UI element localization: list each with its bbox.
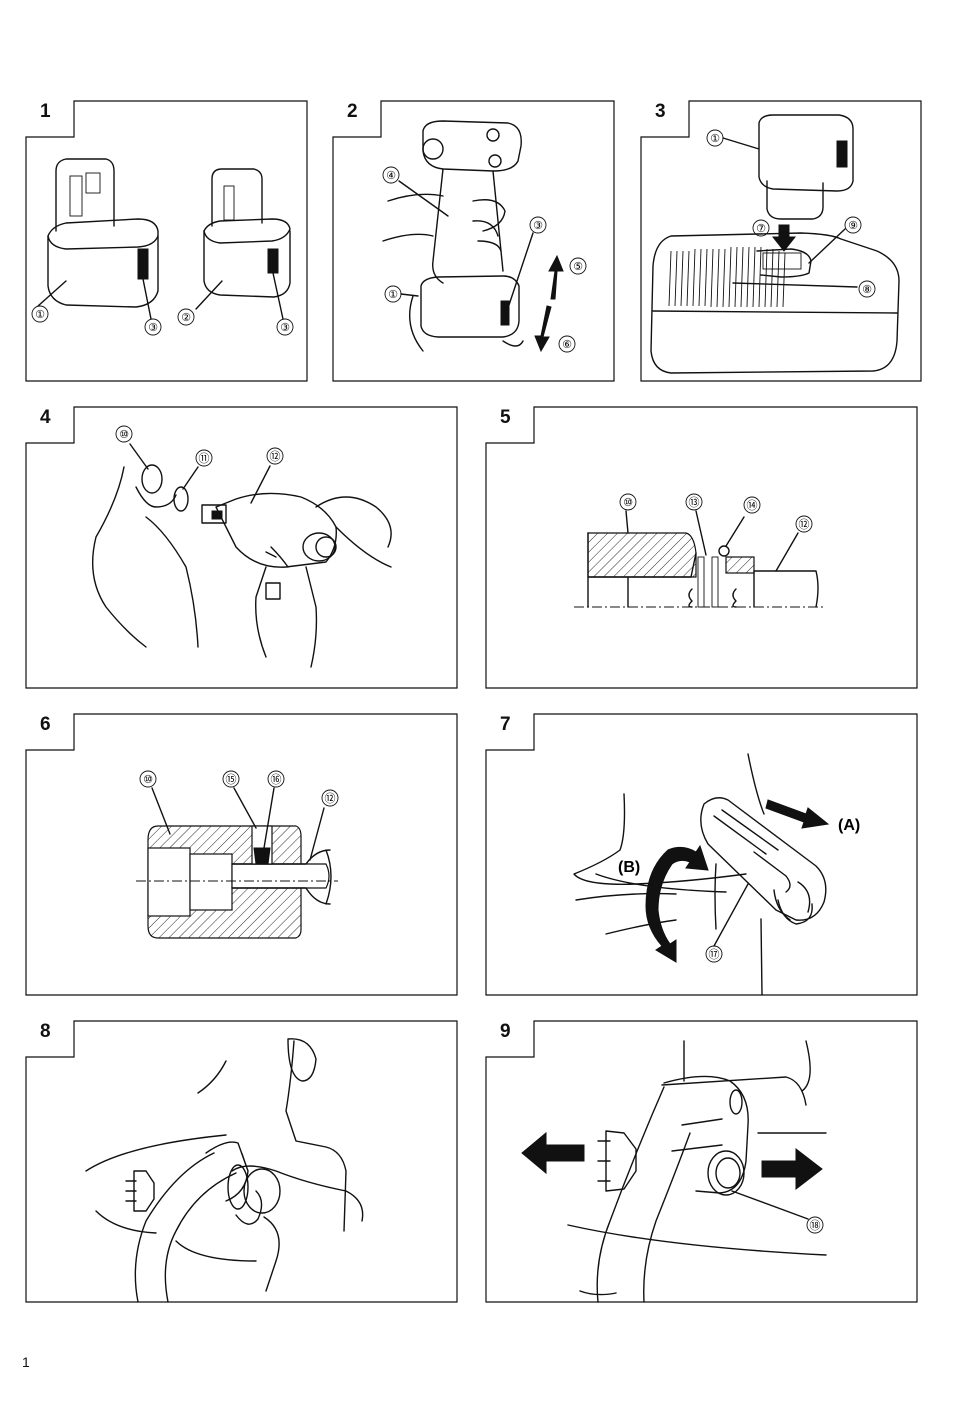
figure-7-drawing: ⑰ (A) (B) (485, 713, 918, 996)
figure-1-number: 1 (40, 101, 51, 122)
figure-3-charger: ① ⑨ ⑦ ⑧ 3 (640, 100, 922, 382)
p6-callout-4: ⑫ (325, 792, 336, 805)
p7-label-a: (A) (838, 817, 860, 834)
p4-callout-3: ⑫ (270, 450, 281, 463)
p3-callout-3: ⑦ (756, 222, 766, 235)
p6-callout-1: ⑩ (143, 773, 153, 786)
p9-callout-18: ⑱ (810, 1219, 821, 1232)
figure-3-number: 3 (655, 101, 666, 122)
p2-callout-1: ④ (386, 169, 396, 182)
figure-9-drawing: ⑱ (485, 1020, 918, 1303)
p2-callout-2: ③ (533, 219, 543, 232)
figure-4-drawing: ⑩ ⑪ ⑫ (25, 406, 458, 689)
figure-6-section: ⑩ ⑮ ⑯ ⑫ 6 (25, 713, 458, 996)
p5-callout-3: ⑭ (747, 499, 758, 512)
figure-8-hook-removal: 8 (25, 1020, 458, 1303)
figure-5-drawing: ⑩ ⑬ ⑭ ⑫ (485, 406, 918, 689)
p2-callout-3: ⑤ (573, 260, 583, 273)
p2-callout-4: ① (388, 288, 398, 301)
p7-callout-17: ⑰ (709, 948, 720, 961)
p1-callout-3: ② (181, 311, 191, 324)
p3-callout-4: ⑧ (862, 283, 872, 296)
figure-5-number: 5 (500, 407, 511, 428)
figure-6-drawing: ⑩ ⑮ ⑯ ⑫ (25, 713, 458, 996)
p2-callout-5: ⑥ (562, 338, 572, 351)
p3-callout-1: ① (710, 132, 720, 145)
figure-7-number: 7 (500, 714, 511, 735)
p7-label-b: (B) (618, 859, 640, 876)
figure-1-drawing: ① ③ ② ③ (25, 100, 308, 382)
p6-callout-3: ⑯ (271, 773, 282, 786)
figure-2-battery-removal: ④ ③ ⑤ ① ⑥ 2 (332, 100, 615, 382)
p6-callout-2: ⑮ (226, 773, 237, 786)
p5-callout-2: ⑬ (689, 496, 700, 509)
figure-8-number: 8 (40, 1021, 51, 1042)
figure-6-number: 6 (40, 714, 51, 735)
figure-5-section: ⑩ ⑬ ⑭ ⑫ 5 (485, 406, 918, 689)
p1-callout-2: ③ (148, 321, 158, 334)
p1-callout-1: ① (35, 308, 45, 321)
p3-callout-2: ⑨ (848, 219, 858, 232)
figure-8-drawing (25, 1020, 458, 1303)
figure-3-drawing: ① ⑨ ⑦ ⑧ (640, 100, 922, 382)
p4-callout-2: ⑪ (199, 452, 210, 465)
p5-callout-4: ⑫ (799, 518, 810, 531)
p4-callout-1: ⑩ (119, 428, 129, 441)
figure-9-number: 9 (500, 1021, 511, 1042)
figure-9-hook-install: ⑱ 9 (485, 1020, 918, 1303)
p1-callout-4: ③ (280, 321, 290, 334)
p5-callout-1: ⑩ (623, 496, 633, 509)
figure-4-socket-attach: ⑩ ⑪ ⑫ 4 (25, 406, 458, 689)
figure-4-number: 4 (40, 407, 51, 428)
page-number: 1 (22, 1354, 30, 1370)
figure-1-batteries: ① ③ ② ③ 1 (25, 100, 308, 382)
figure-2-number: 2 (347, 101, 358, 122)
figure-7-hook-adjust: ⑰ (A) (B) 7 (485, 713, 918, 996)
figure-2-drawing: ④ ③ ⑤ ① ⑥ (332, 100, 615, 382)
